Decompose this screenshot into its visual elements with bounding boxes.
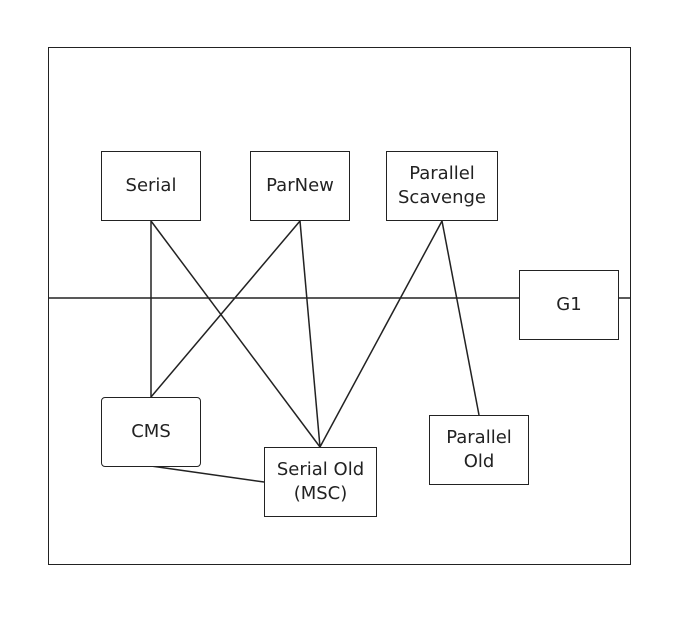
serial-old-collector-label: Serial Old (MSC): [276, 459, 365, 504]
parallel-old-collector-label: Parallel Old: [446, 427, 512, 472]
serial-old-collector-box: Serial Old (MSC): [264, 447, 377, 517]
parallel-scavenge-collector-box: Parallel Scavenge: [386, 151, 498, 221]
parallel-old-collector-box: Parallel Old: [429, 415, 529, 485]
edge-serial-serial-old: [150, 220, 321, 448]
edge-cms-serial-old: [150, 465, 265, 483]
edge-parnew-cms: [150, 220, 301, 398]
serial-collector-box: Serial: [101, 151, 201, 221]
g1-collector-label: G1: [556, 294, 582, 315]
diagram-frame: [48, 47, 631, 565]
cms-collector-label: CMS: [131, 421, 171, 442]
edge-parnew-serial-old: [299, 220, 321, 448]
parallel-scavenge-collector-label: Parallel Scavenge: [398, 163, 486, 208]
edge-parallel-scavenge-parallel-old: [441, 220, 480, 416]
g1-collector-box: G1: [519, 270, 619, 340]
cms-collector-box: CMS: [101, 397, 201, 467]
parnew-collector-label: ParNew: [266, 175, 334, 196]
serial-collector-label: Serial: [125, 175, 177, 196]
edge-parallel-scavenge-serial-old: [319, 220, 443, 448]
parnew-collector-box: ParNew: [250, 151, 350, 221]
